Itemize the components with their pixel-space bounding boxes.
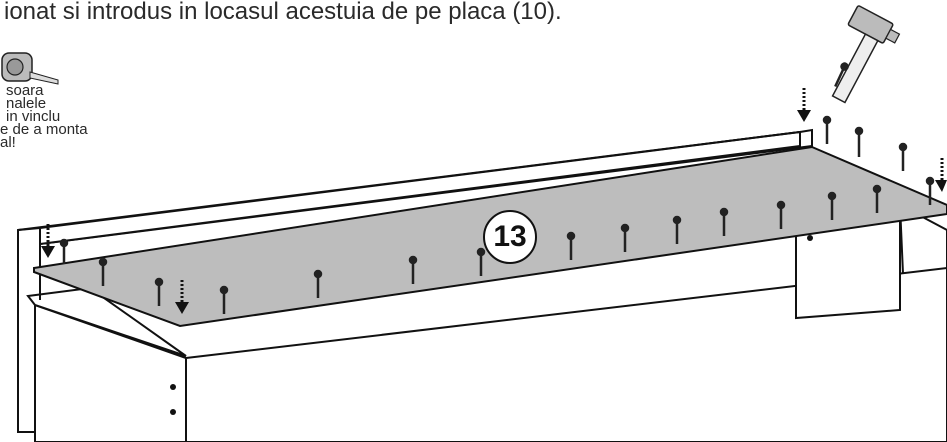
nail-icon (566, 231, 576, 260)
nail-icon (827, 191, 837, 220)
nail-icon (313, 269, 323, 298)
nail-icon (719, 207, 729, 236)
step-badge (483, 210, 537, 264)
nail-icon (898, 142, 908, 171)
note-line: nalele (6, 95, 47, 112)
nail-icon (98, 257, 108, 286)
nail-icon (925, 176, 935, 205)
push-down-arrow-icon (175, 280, 189, 314)
screw-hole (807, 235, 813, 241)
note-line: soara (6, 82, 44, 99)
nail-icon (834, 62, 849, 88)
nail-icon (822, 115, 832, 144)
nail-icon (872, 184, 882, 213)
tape-measure-icon (1, 52, 59, 85)
nail-icon (476, 247, 486, 276)
cabinet-body (17, 128, 947, 442)
push-down-arrow-icon (797, 88, 811, 122)
instruction-text: ionat si introdus in locasul acestuia de… (4, 0, 562, 25)
nails (59, 62, 935, 314)
push-down-arrows (41, 88, 947, 314)
hammer-icon (831, 5, 901, 104)
screw-hole (170, 384, 176, 390)
note-line: e de a monta (0, 121, 88, 138)
nail-icon (776, 200, 786, 229)
nail-icon (59, 238, 69, 264)
nail-icon (854, 126, 864, 157)
push-down-arrow-icon (935, 158, 947, 192)
step-number: 13 (493, 220, 527, 253)
nail-icon (154, 277, 164, 306)
note-line: al! (0, 134, 16, 151)
nail-icon (672, 215, 682, 244)
screw-hole (170, 409, 176, 415)
note-line: in vinclu (6, 108, 61, 125)
push-down-arrow-icon (41, 224, 55, 258)
nail-icon (408, 255, 418, 284)
nail-icon (219, 285, 229, 314)
nail-icon (620, 223, 630, 252)
measuring-note: soara nalele in vinclu e de a monta al! (0, 82, 88, 151)
